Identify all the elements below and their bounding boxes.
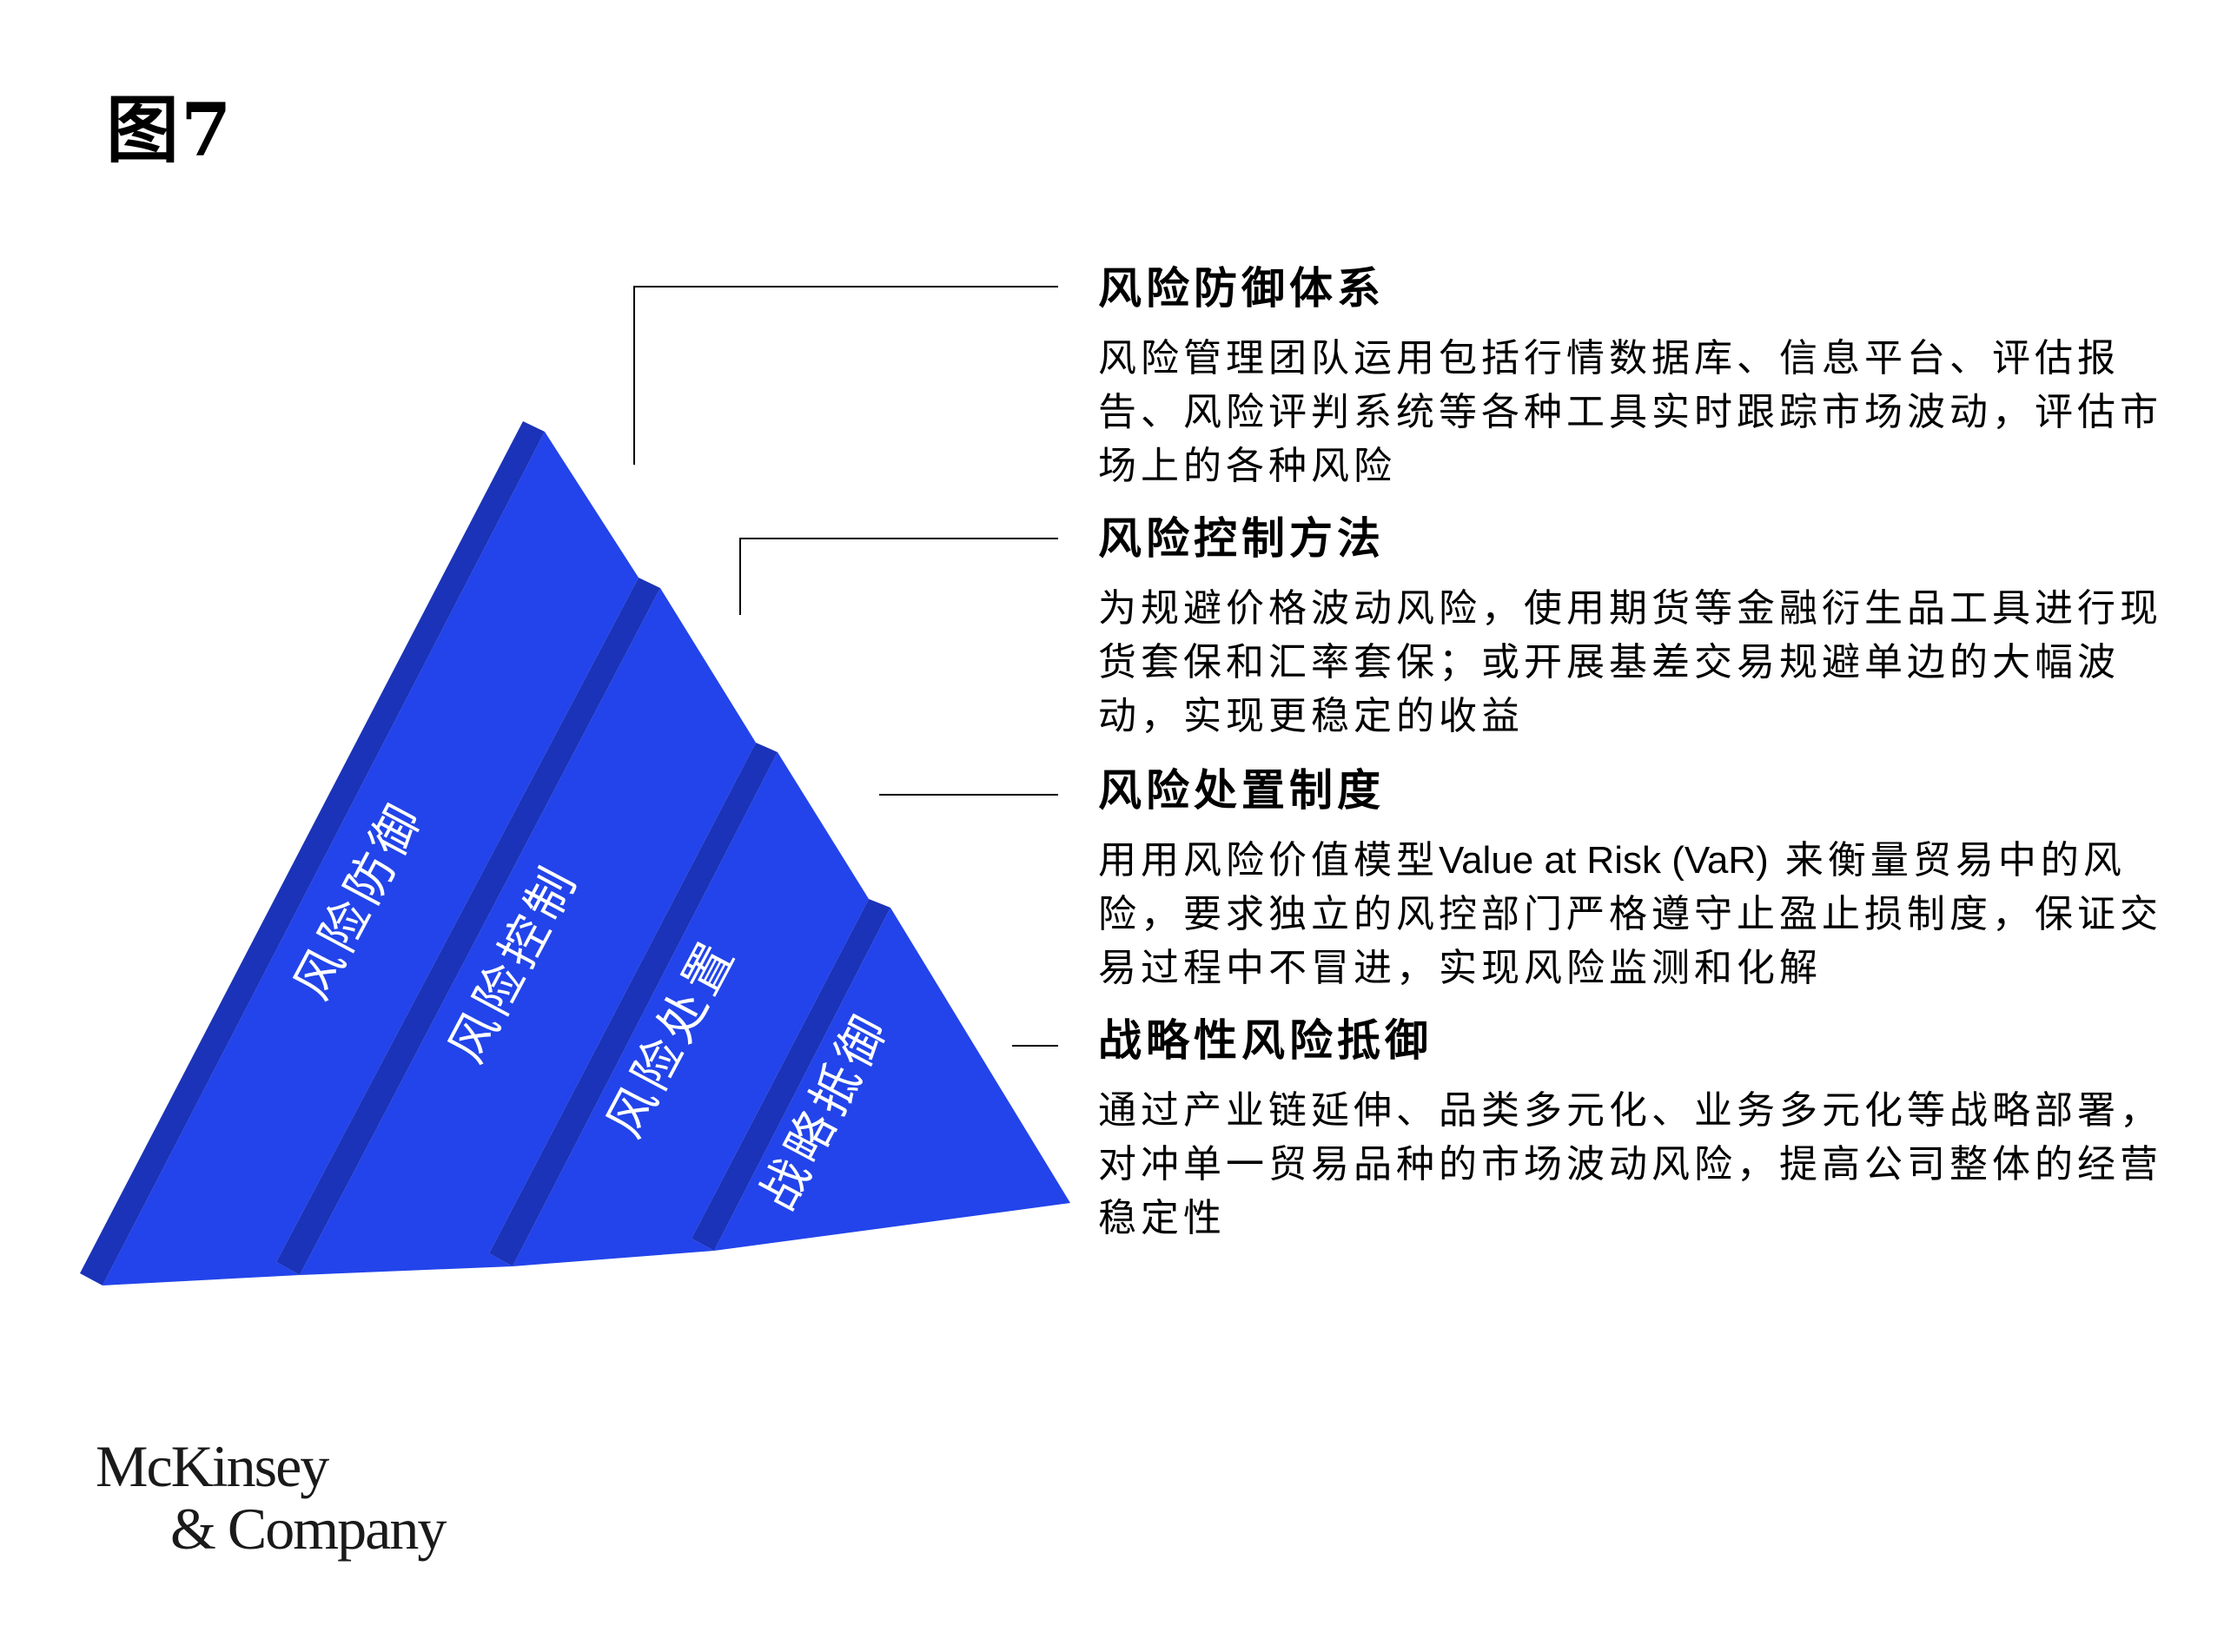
tier-3-side: [489, 743, 778, 1266]
section-description: 风险管理团队运用包括行情数据库、信息平台、评估报告、风险评判系统等各种工具实时跟…: [1098, 336, 2162, 488]
logo-line-2: & Company: [170, 1496, 447, 1562]
figure-title: 图7: [106, 87, 234, 173]
tier-4-face: [714, 908, 1070, 1251]
section-title: 风险防御体系: [1098, 262, 1385, 314]
section-description: 用用风险价值模型Value at Risk (VaR) 来衡量贸易中的风险，要求…: [1098, 834, 2193, 995]
section-risk-handling: 风险处置制度 用用风险价值模型Value at Risk (VaR) 来衡量贸易…: [1098, 764, 2193, 995]
description-text-after: 来衡量贸易中的风险，要求独立的风控部门严格遵守止盈止损制度，保证交易过程中不冒进…: [1098, 838, 2162, 990]
section-description: 为规避价格波动风险，使用期货等金融衍生品工具进行现货套保和汇率套保；或开展基差交…: [1098, 586, 2162, 738]
connector-line-1: [633, 286, 1058, 465]
tier-2-side: [276, 578, 660, 1275]
var-model-name: Value at Risk (VaR): [1439, 839, 1769, 882]
tier-1-side: [80, 421, 545, 1285]
section-strategic-defense: 战略性风险抵御 通过产业链延伸、品类多元化、业务多元化等战略部署，对冲单一贸易品…: [1098, 1014, 2193, 1246]
connector-line-2: [739, 538, 1058, 615]
tier-1-face: [103, 432, 639, 1285]
section-description: 通过产业链延伸、品类多元化、业务多元化等战略部署，对冲单一贸易品种的市场波动风险…: [1098, 1088, 2162, 1240]
tier-2-face: [300, 588, 756, 1275]
description-text-before: 用用风险价值模型: [1098, 838, 1439, 882]
section-title: 风险控制方法: [1098, 512, 1385, 564]
section-title: 风险处置制度: [1098, 764, 1385, 816]
section-risk-defense: 风险防御体系 风险管理团队运用包括行情数据库、信息平台、评估报告、风险评判系统等…: [1098, 262, 2193, 493]
mckinsey-logo: McKinsey & Company: [96, 1433, 447, 1562]
logo-line-1: McKinsey: [96, 1433, 329, 1499]
section-risk-control: 风险控制方法 为规避价格波动风险，使用期货等金融衍生品工具进行现货套保和汇率套保…: [1098, 512, 2193, 743]
tier-3-face: [513, 752, 869, 1266]
section-title: 战略性风险抵御: [1098, 1014, 1433, 1066]
tier-4-side: [692, 899, 890, 1251]
